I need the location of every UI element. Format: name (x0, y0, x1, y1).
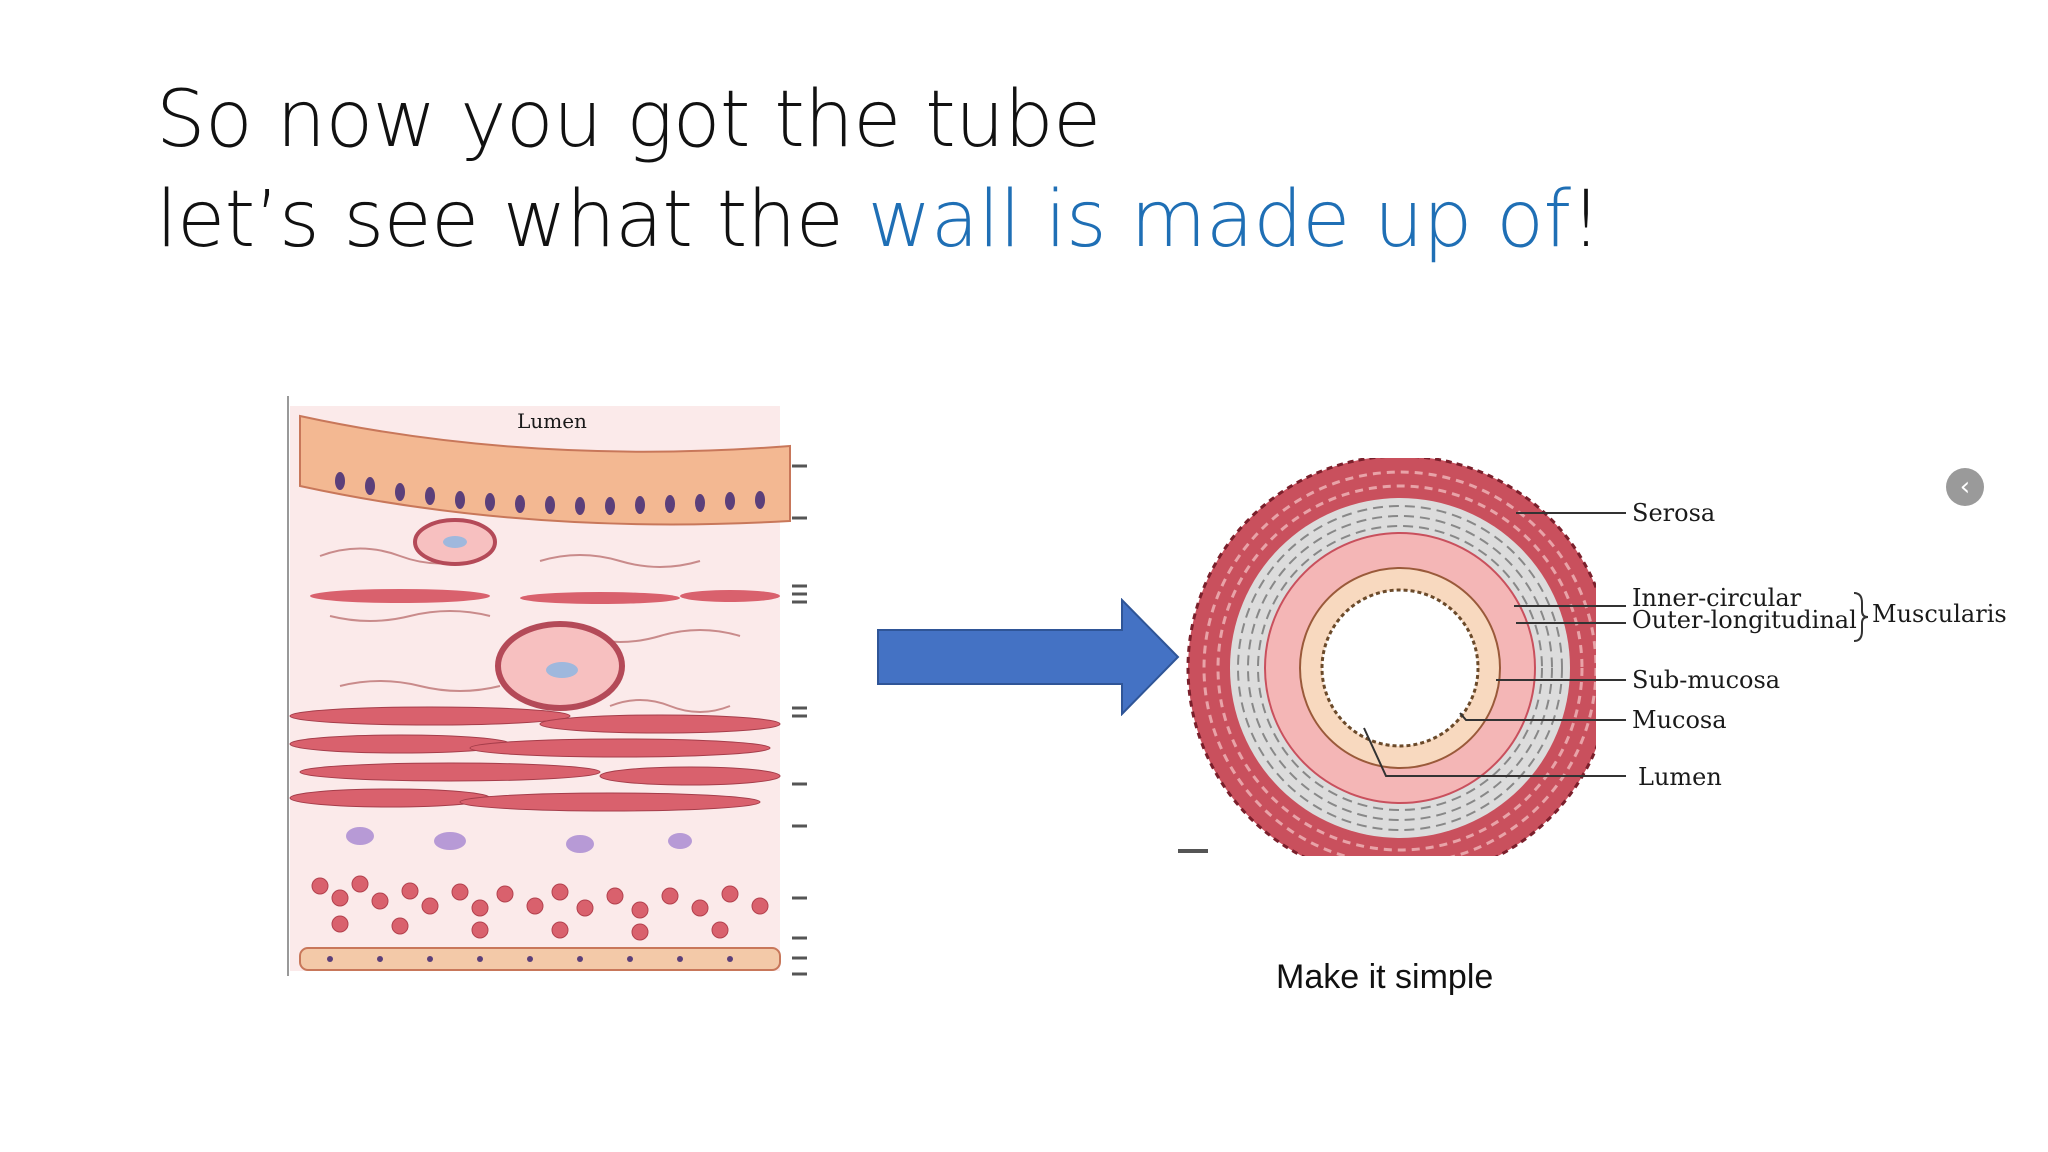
right-arrow-icon (877, 598, 1180, 716)
vessel-lumen-large (546, 662, 578, 678)
histology-lumen-label: Lumen (517, 409, 587, 433)
gut-cross-section-diagram: Serosa Inner-circular Outer-longitudinal… (1186, 458, 2007, 856)
title-line-1: So now you got the tube (156, 75, 1101, 165)
smooth-muscle-fibers-upper (310, 589, 780, 604)
slide-caption: Make it simple (1276, 958, 1494, 996)
epithelial-nuclei (335, 472, 765, 515)
label-mucosa: Mucosa (1632, 706, 1727, 734)
title-highlight: wall is made up of (867, 175, 1571, 265)
vessel-lumen (443, 536, 467, 548)
cross-section-rings (1186, 458, 1596, 856)
chevron-left-icon[interactable]: ‹ (1946, 468, 1984, 506)
histology-diagram: Lumen (287, 396, 807, 976)
title-line-2-prefix: let’s see what the (156, 175, 868, 265)
slide-dash-mark (1178, 849, 1208, 853)
serosa-nuclei (327, 956, 733, 962)
title-line-2: let’s see what the wall is made up of! (156, 170, 1602, 270)
title-line-2-suffix: ! (1570, 175, 1602, 265)
label-outer-longitudinal: Outer-longitudinal (1632, 606, 1857, 634)
lumen (1320, 588, 1480, 748)
label-muscularis: Muscularis (1872, 600, 2007, 628)
ganglion-cells (346, 827, 692, 853)
longitudinal-muscle-cells (311, 875, 769, 941)
slide-title: So now you got the tube let’s see what t… (156, 70, 1602, 270)
layer-tick-marks (792, 464, 807, 976)
label-sub-mucosa: Sub-mucosa (1632, 666, 1780, 694)
serosa-layer (299, 947, 781, 971)
label-lumen: Lumen (1638, 763, 1722, 791)
muscularis-fibers (289, 706, 781, 812)
muscularis-brace (1853, 592, 1869, 642)
label-leader-lines (1363, 512, 1626, 777)
label-inner-circular: Inner-circular (1632, 584, 1802, 612)
label-serosa: Serosa (1632, 499, 1715, 527)
